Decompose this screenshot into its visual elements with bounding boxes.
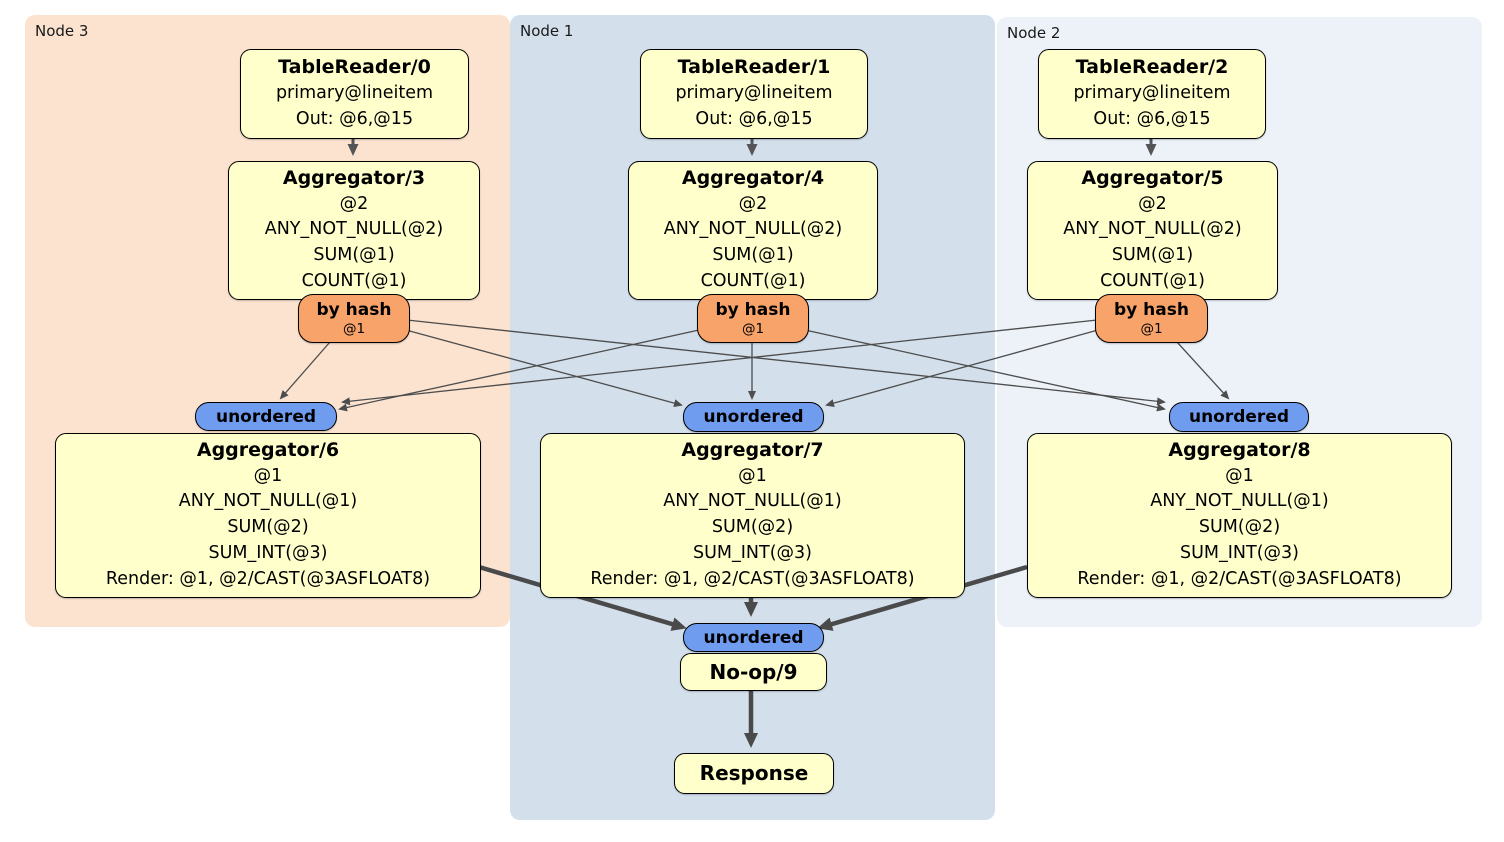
processor-detail: @1: [738, 465, 767, 486]
processor-detail: Render: @1, @2/CAST(@3ASFLOAT8): [590, 569, 915, 590]
stream-label: unordered: [1188, 407, 1290, 427]
processor-detail: ANY_NOT_NULL(@1): [178, 491, 358, 512]
stream-unordered-node1: unordered: [683, 402, 824, 432]
router-label: by hash: [316, 300, 392, 321]
processor-detail: COUNT(@1): [1100, 271, 1205, 292]
stream-label: unordered: [703, 407, 804, 427]
processor-detail: ANY_NOT_NULL(@2): [1063, 219, 1242, 240]
processor-detail: SUM_INT(@3): [1180, 543, 1299, 564]
processor-tablereader-0: TableReader/0 primary@lineitem Out: @6,@…: [240, 49, 469, 139]
node-label: Node 2: [1007, 24, 1061, 42]
processor-detail: SUM_INT(@3): [693, 543, 812, 564]
stream-unordered-node3: unordered: [195, 402, 337, 431]
router-by-hash-node3: by hash @1: [298, 294, 410, 343]
processor-title: Aggregator/5: [1081, 166, 1224, 189]
processor-title: Aggregator/4: [681, 166, 825, 189]
router-by-hash-node1: by hash @1: [697, 294, 809, 343]
processor-detail: ANY_NOT_NULL(@1): [1150, 491, 1329, 512]
processor-detail: ANY_NOT_NULL(@2): [264, 219, 444, 240]
processor-aggregator-8: Aggregator/8 @1 ANY_NOT_NULL(@1) SUM(@2)…: [1027, 433, 1452, 598]
processor-detail: @2: [339, 193, 369, 214]
processor-detail: primary@lineitem: [1073, 82, 1231, 103]
processor-title: TableReader/2: [1075, 56, 1229, 79]
processor-detail: Out: @6,@15: [295, 108, 414, 129]
processor-title: Aggregator/7: [681, 438, 824, 461]
stream-label: unordered: [215, 406, 317, 427]
processor-detail: SUM(@2): [1198, 517, 1281, 538]
processor-tablereader-2: TableReader/2 primary@lineitem Out: @6,@…: [1038, 49, 1266, 139]
processor-detail: Out: @6,@15: [695, 108, 813, 129]
stream-label: unordered: [703, 627, 804, 648]
processor-title: Aggregator/6: [196, 438, 340, 461]
processor-detail: COUNT(@1): [700, 271, 806, 292]
processor-detail: @1: [253, 465, 283, 486]
processor-title: Aggregator/8: [1168, 438, 1311, 461]
processor-detail: primary@lineitem: [275, 82, 434, 103]
processor-aggregator-5: Aggregator/5 @2 ANY_NOT_NULL(@2) SUM(@1)…: [1027, 161, 1278, 300]
processor-aggregator-7: Aggregator/7 @1 ANY_NOT_NULL(@1) SUM(@2)…: [540, 433, 965, 598]
node-label: Node 3: [35, 22, 89, 40]
processor-detail: Render: @1, @2/CAST(@3ASFLOAT8): [1077, 569, 1402, 590]
router-label: by hash: [1114, 300, 1189, 321]
router-by-hash-node2: by hash @1: [1095, 294, 1208, 343]
processor-tablereader-1: TableReader/1 primary@lineitem Out: @6,@…: [640, 49, 868, 139]
processor-noop-9: No-op/9: [680, 653, 827, 691]
processor-detail: SUM(@1): [712, 245, 794, 266]
processor-detail: ANY_NOT_NULL(@2): [663, 219, 843, 240]
router-detail: @1: [741, 320, 765, 337]
processor-title: No-op/9: [709, 659, 798, 684]
processor-detail: SUM(@1): [1111, 245, 1194, 266]
processor-detail: ANY_NOT_NULL(@1): [663, 491, 842, 512]
processor-detail: Render: @1, @2/CAST(@3ASFLOAT8): [105, 569, 431, 590]
processor-detail: @2: [1138, 193, 1167, 214]
processor-detail: COUNT(@1): [301, 271, 407, 292]
processor-aggregator-6: Aggregator/6 @1 ANY_NOT_NULL(@1) SUM(@2)…: [55, 433, 481, 598]
processor-detail: SUM(@2): [711, 517, 794, 538]
stream-unordered-noop-input: unordered: [683, 623, 824, 652]
router-label: by hash: [715, 300, 791, 321]
processor-detail: Out: @6,@15: [1093, 108, 1211, 129]
processor-detail: primary@lineitem: [675, 82, 833, 103]
processor-title: Response: [699, 761, 809, 785]
node-label: Node 1: [520, 22, 574, 40]
processor-aggregator-4: Aggregator/4 @2 ANY_NOT_NULL(@2) SUM(@1)…: [628, 161, 878, 300]
processor-detail: @2: [738, 193, 768, 214]
processor-title: TableReader/0: [278, 56, 431, 79]
processor-title: TableReader/1: [677, 56, 831, 79]
processor-aggregator-3: Aggregator/3 @2 ANY_NOT_NULL(@2) SUM(@1)…: [228, 161, 480, 300]
processor-detail: SUM(@1): [313, 245, 395, 266]
processor-response: Response: [674, 753, 834, 794]
processor-detail: @1: [1225, 465, 1254, 486]
processor-detail: SUM(@2): [227, 517, 309, 538]
router-detail: @1: [1140, 320, 1163, 337]
router-detail: @1: [342, 320, 366, 337]
stream-unordered-node2: unordered: [1169, 402, 1309, 432]
processor-title: Aggregator/3: [282, 166, 426, 189]
processor-detail: SUM_INT(@3): [208, 543, 328, 564]
